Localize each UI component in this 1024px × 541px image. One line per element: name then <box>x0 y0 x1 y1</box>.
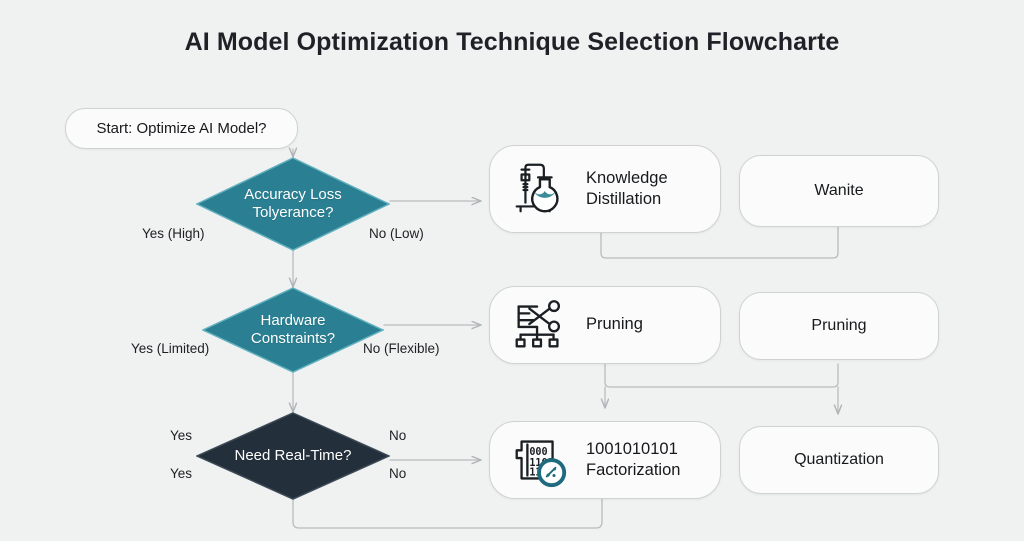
card-pruning[interactable]: Pruning <box>489 286 721 364</box>
decision-need-real-time[interactable]: Need Real-Time? <box>196 412 390 500</box>
decision-accuracy-loss-tolerance[interactable]: Accuracy Loss Tolyerance? <box>196 157 390 251</box>
decision-label: Accuracy Loss Tolyerance? <box>244 185 342 221</box>
edge-d3-bottom-loop <box>292 498 603 529</box>
diamond-shape <box>196 412 390 500</box>
distillation-flask-icon <box>508 158 570 220</box>
outcome-wanite[interactable]: Wanite <box>739 155 939 227</box>
edge-label-d3-no-2: No <box>389 466 407 481</box>
diamond-shape <box>196 157 390 251</box>
card-factorization[interactable]: 000 1101 110 1001010101 Factorization <box>489 421 721 499</box>
edge-label-d3-yes-1: Yes <box>170 428 193 443</box>
edge-label-d3-yes-2: Yes <box>170 466 193 481</box>
outcome-label: Wanite <box>814 182 864 199</box>
card-knowledge-distillation[interactable]: Knowledge Distillation <box>489 145 721 233</box>
diamond-shape <box>202 287 384 373</box>
card-label: 1001010101 Factorization <box>586 439 681 479</box>
decision-hardware-constraints[interactable]: Hardware Constraints? <box>202 287 384 373</box>
outcome-pruning[interactable]: Pruning <box>739 292 939 360</box>
page-title: AI Model Optimization Technique Selectio… <box>184 28 840 56</box>
card-label: Knowledge Distillation <box>586 168 668 208</box>
outcome-quantization[interactable]: Quantization <box>739 426 939 494</box>
edge-row2-bus <box>604 363 839 388</box>
outcome-label: Pruning <box>811 317 867 334</box>
decision-label: Hardware Constraints? <box>250 311 336 347</box>
edge-label-d1-no: No (Low) <box>369 226 424 241</box>
edge-label-d2-yes: Yes (Limited) <box>131 341 210 356</box>
edge-label-d2-no: No (Flexible) <box>363 341 440 356</box>
binary-gauge-icon: 000 1101 110 <box>508 429 570 491</box>
card-label: Pruning <box>586 315 643 334</box>
decision-label: Need Real-Time? <box>234 446 352 464</box>
outcome-label: Quantization <box>794 451 884 468</box>
edge-label-d1-yes: Yes (High) <box>142 226 205 241</box>
start-node[interactable]: Start: Optimize AI Model? <box>65 108 298 149</box>
scissors-network-icon <box>508 294 570 356</box>
start-node-label: Start: Optimize AI Model? <box>96 120 267 137</box>
svg-text:000: 000 <box>529 447 547 458</box>
edge-label-d3-no-1: No <box>389 428 407 443</box>
